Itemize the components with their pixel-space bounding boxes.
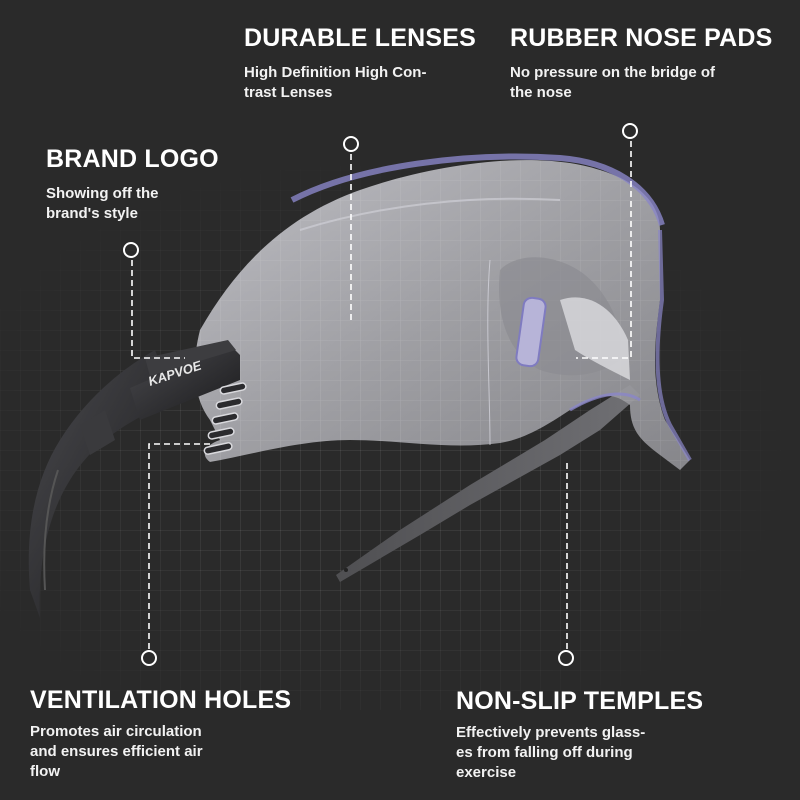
callout-rubber-nose-pads: RUBBER NOSE PADS No pressure on the brid…	[510, 26, 773, 103]
callout-title: VENTILATION HOLES	[30, 686, 292, 714]
circle-marker-icon	[622, 123, 638, 139]
circle-marker-icon	[558, 650, 574, 666]
nose-pad	[499, 257, 630, 380]
leader-line-brand-logo	[131, 260, 185, 359]
callout-title: BRAND LOGO	[46, 145, 219, 173]
ventilation-holes	[203, 382, 247, 455]
callout-non-slip-temples: NON-SLIP TEMPLES Effectively prevents gl…	[456, 689, 703, 783]
callout-description: High Definition High Con- trast Lenses	[244, 64, 427, 101]
callout-description: Effectively prevents glass- es from fall…	[456, 724, 646, 781]
callout-description: Promotes air circulation and ensures eff…	[30, 723, 203, 780]
circle-marker-icon	[343, 136, 359, 152]
callout-description: Showing off the brand's style	[46, 185, 159, 222]
callout-title: RUBBER NOSE PADS	[510, 24, 773, 52]
callout-title: NON-SLIP TEMPLES	[456, 687, 704, 715]
callout-title: DURABLE LENSES	[244, 24, 476, 52]
callout-ventilation-holes: VENTILATION HOLES Promotes air circulati…	[30, 688, 291, 782]
callout-durable-lenses: DURABLE LENSES High Definition High Con-…	[244, 26, 476, 103]
circle-marker-icon	[141, 650, 157, 666]
callout-brand-logo: BRAND LOGO Showing off the brand's style	[46, 147, 219, 224]
leader-line-ventilation-holes	[148, 443, 210, 649]
callout-description: No pressure on the bridge of the nose	[510, 64, 716, 101]
right-temple-arm	[336, 385, 640, 582]
lens-shield	[194, 153, 692, 470]
left-temple-arm	[28, 350, 175, 618]
circle-marker-icon	[123, 242, 139, 258]
leader-line-rubber-nose-pads	[576, 141, 632, 359]
brand-logo-frame: KAPVOE	[130, 340, 240, 420]
